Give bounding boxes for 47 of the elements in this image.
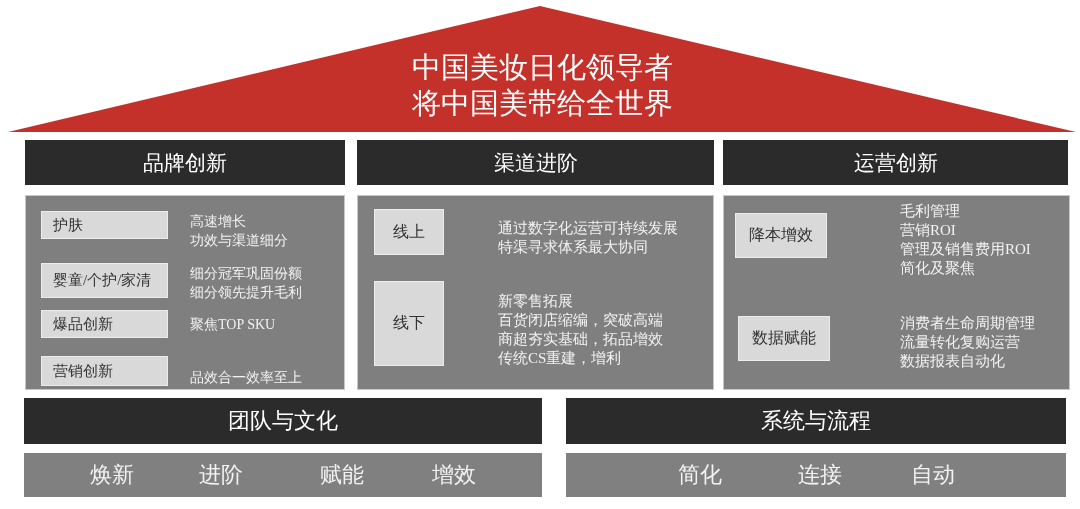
description-text: 通过数字化运营可持续发展 (498, 219, 678, 238)
category-box: 降本增效 (735, 213, 827, 258)
category-box: 线上 (374, 209, 444, 255)
description-text: 传统CS重建，增利 (498, 349, 622, 368)
description-text: 高速增长 (190, 213, 246, 231)
description-text: 简化及聚焦 (900, 259, 975, 278)
category-box: 婴童/个护/家清 (41, 263, 168, 298)
keyword-text: 自动 (911, 461, 955, 489)
pillar-header: 渠道进阶 (357, 140, 714, 185)
description-text: 特渠寻求体系最大协同 (498, 238, 648, 257)
description-text: 商超夯实基础，拓品增效 (498, 330, 663, 349)
description-text: 细分领先提升毛利 (190, 284, 302, 302)
keyword-text: 进阶 (199, 461, 243, 489)
description-text: 数据报表自动化 (900, 352, 1005, 371)
slogan-text: 将中国美带给全世界 (411, 86, 673, 121)
pillar-header: 运营创新 (723, 140, 1068, 185)
pillar-header: 品牌创新 (25, 140, 345, 185)
category-box: 线下 (374, 281, 444, 366)
slogan-text: 中国美妆日化领导者 (411, 50, 673, 85)
pillar-panel (357, 195, 714, 390)
description-text: 管理及销售费用ROI (900, 240, 1031, 259)
pillar-panel (723, 195, 1070, 390)
category-box: 营销创新 (41, 356, 168, 386)
keyword-text: 连接 (798, 461, 842, 489)
description-text: 功效与渠道细分 (190, 232, 288, 250)
foundation-band (24, 453, 542, 497)
description-text: 聚焦TOP SKU (190, 316, 276, 334)
description-text: 细分冠军巩固份额 (190, 265, 302, 283)
roof-banner (8, 6, 1076, 132)
description-text: 新零售拓展 (498, 292, 573, 311)
description-text: 品效合一效率至上 (190, 369, 302, 387)
description-text: 毛利管理 (900, 202, 960, 221)
foundation-header: 团队与文化 (24, 398, 542, 444)
category-box: 护肤 (41, 211, 168, 239)
foundation-header: 系统与流程 (566, 398, 1066, 444)
keyword-text: 赋能 (320, 461, 364, 489)
foundation-band (566, 453, 1066, 497)
keyword-text: 增效 (432, 461, 476, 489)
keyword-text: 焕新 (90, 461, 134, 489)
category-box: 数据赋能 (738, 316, 830, 361)
description-text: 流量转化复购运营 (900, 333, 1020, 352)
description-text: 消费者生命周期管理 (900, 314, 1035, 333)
description-text: 营销ROI (900, 221, 956, 240)
category-box: 爆品创新 (41, 310, 168, 338)
keyword-text: 简化 (678, 461, 722, 489)
description-text: 百货闭店缩编，突破高端 (498, 311, 663, 330)
pillar-panel (25, 195, 345, 390)
